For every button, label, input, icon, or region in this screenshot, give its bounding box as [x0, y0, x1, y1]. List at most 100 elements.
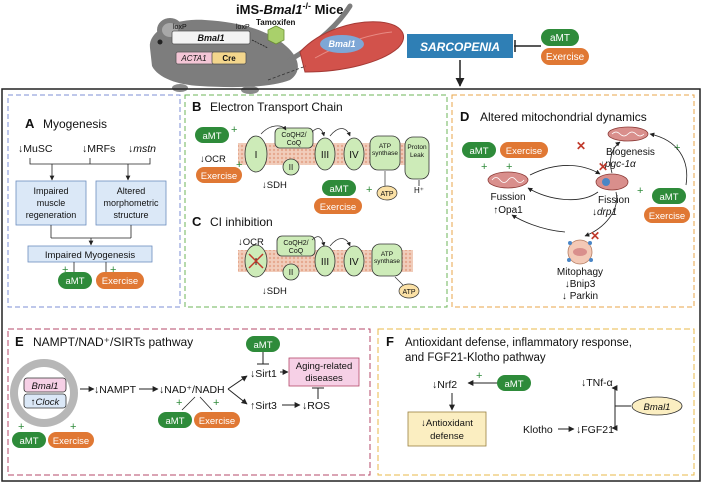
- plus-icon: +: [110, 264, 116, 276]
- plus-icon: +: [236, 159, 242, 171]
- coq-c-line2: CoQ: [289, 248, 304, 255]
- exercise-pill: [541, 48, 589, 65]
- exercise-label: Exercise: [546, 52, 585, 63]
- bmal1-construct-label: Bmal1: [197, 33, 224, 43]
- mitophagy-label: Mitophagy: [557, 267, 603, 278]
- mouse-eye: [157, 39, 163, 45]
- plus-icon: +: [506, 161, 512, 173]
- bmal1-f-box: [631, 396, 683, 416]
- coq-line2: CoQ: [287, 140, 302, 147]
- panel-d-letter: D: [460, 109, 469, 124]
- panels-frame: [1, 88, 701, 482]
- impaired-regen-line3: regeneration: [26, 210, 77, 220]
- ocr-c-label: ↓OCR: [238, 237, 264, 248]
- plus-icon: +: [674, 142, 680, 154]
- bmal1-f-label: Bmal1: [644, 402, 671, 413]
- complex-iv: [343, 137, 365, 171]
- exercise-label: Exercise: [53, 436, 89, 447]
- panel-f-title-line2: and FGF21-Klotho pathway: [405, 352, 546, 364]
- amt-pill: [322, 180, 356, 196]
- fission-label: Fission: [598, 195, 630, 206]
- atp-synthase-line1: ATP: [379, 143, 391, 150]
- plus-icon: +: [213, 397, 219, 409]
- plus-icon: +: [18, 421, 24, 433]
- coq-box: [274, 127, 314, 149]
- bmal1-muscle-badge: [320, 35, 364, 53]
- coq-c-line1: CoQH2/: [283, 240, 308, 247]
- plus-icon: +: [366, 184, 372, 196]
- amt-pill: [12, 432, 46, 448]
- sdh-c-label: ↓SDH: [262, 286, 287, 297]
- amt-pill: [246, 336, 280, 352]
- amt-label: aMT: [505, 379, 524, 390]
- gene-construct: loxP loxP Bmal1 ACTA1 Cre Tamoxifen: [171, 18, 296, 65]
- amt-pill: [652, 188, 686, 204]
- muscle-illustration: Bmal1: [267, 21, 404, 81]
- panel-e-title: NAMPT/NAD⁺/SIRTs pathway: [33, 335, 193, 349]
- amt-label: aMT: [20, 436, 39, 447]
- plus-icon: +: [637, 185, 643, 197]
- panel-f-border: [377, 328, 695, 476]
- sirt3-label: ↑Sirt3: [250, 400, 277, 412]
- nampt-label: ↓NAMPT: [94, 384, 137, 396]
- complex-i-c-label: I: [255, 257, 258, 268]
- tnf-label: ↓TNf-α: [581, 377, 613, 389]
- complex-ii: [282, 158, 300, 176]
- bmal1-e-label: Bmal1: [32, 381, 59, 392]
- atp-b-label: ATP: [380, 191, 393, 198]
- panel-b-title: Electron Transport Chain: [210, 100, 343, 114]
- atp-synthase-c-line1: ATP: [381, 251, 393, 258]
- complex-ii-c-label: II: [289, 268, 293, 277]
- drp1-icon: [602, 178, 610, 186]
- complex-ii-c: [282, 263, 300, 281]
- panel-bc: B Electron Transport Chain I II CoQH2/ C…: [184, 94, 448, 308]
- sdh-b-label: ↓SDH: [262, 180, 287, 191]
- panel-e-letter: E: [15, 334, 24, 349]
- drp1-label: ↓drp1: [592, 207, 617, 218]
- bnip3-label: ↓Bnip3: [565, 279, 596, 290]
- altered-morph-line3: structure: [113, 210, 148, 220]
- coq-c-box: [276, 235, 316, 257]
- exercise-pill: [196, 167, 242, 183]
- mitochondrion-fission: [595, 173, 629, 191]
- altered-morphometric-box: [95, 180, 167, 226]
- panel-a-myogenesis: A Myogenesis ↓MuSC ↓MRFs ↓mstn Impaired …: [7, 94, 181, 308]
- complex-i-label: I: [255, 150, 258, 161]
- exercise-label: Exercise: [102, 276, 138, 287]
- panel-a-letter: A: [25, 116, 35, 131]
- exercise-pill: [644, 207, 690, 223]
- exercise-label: Exercise: [320, 202, 356, 213]
- proton-leak: [404, 136, 430, 180]
- amt-pill: [58, 272, 92, 289]
- mice-title: iMS-Bmal1-/- Mice: [236, 1, 344, 17]
- atp-synthase-b: [369, 135, 401, 171]
- complex-iii-c-label: III: [321, 257, 329, 268]
- impaired-myogenesis-box: [27, 245, 153, 263]
- mstn-label: ↓mstn: [128, 143, 156, 155]
- cre-box: [211, 51, 247, 65]
- exercise-label: Exercise: [201, 171, 237, 182]
- sarcopenia-label: SARCOPENIA: [420, 40, 500, 54]
- proton-leak-line1: Proton: [407, 144, 427, 151]
- tamoxifen-icon: [267, 25, 285, 45]
- acta1-label: ACTA1: [180, 54, 206, 63]
- parkin-label: ↓ Parkin: [562, 291, 598, 302]
- aging-line1: Aging-related: [296, 361, 353, 372]
- exercise-label: Exercise: [649, 211, 685, 222]
- aging-line2: diseases: [305, 373, 343, 384]
- ros-label: ↓ROS: [302, 400, 330, 412]
- plus-icon: +: [476, 370, 482, 382]
- inhibit-x-icon: ✕: [576, 139, 586, 153]
- atp-b: [376, 185, 398, 201]
- header: iMS-Bmal1-/- Mice loxP loxP Bmal1 ACTA1 …: [149, 1, 589, 94]
- loxp-left-label: loxP: [173, 24, 187, 31]
- antioxidant-defense-box: [407, 411, 487, 447]
- pgc1a-label: ↓pgc-1α: [600, 159, 636, 170]
- amt-label: aMT: [66, 276, 85, 287]
- atp-synthase-c: [371, 243, 403, 277]
- clock-e-box: [23, 393, 67, 409]
- inhibit-x-icon: ✕: [598, 160, 608, 174]
- atp-synthase-c-line2: synthase: [374, 258, 400, 265]
- ocr-b-label: ↓OCR: [200, 154, 226, 165]
- opa1-label: ↑Opa1: [493, 205, 523, 216]
